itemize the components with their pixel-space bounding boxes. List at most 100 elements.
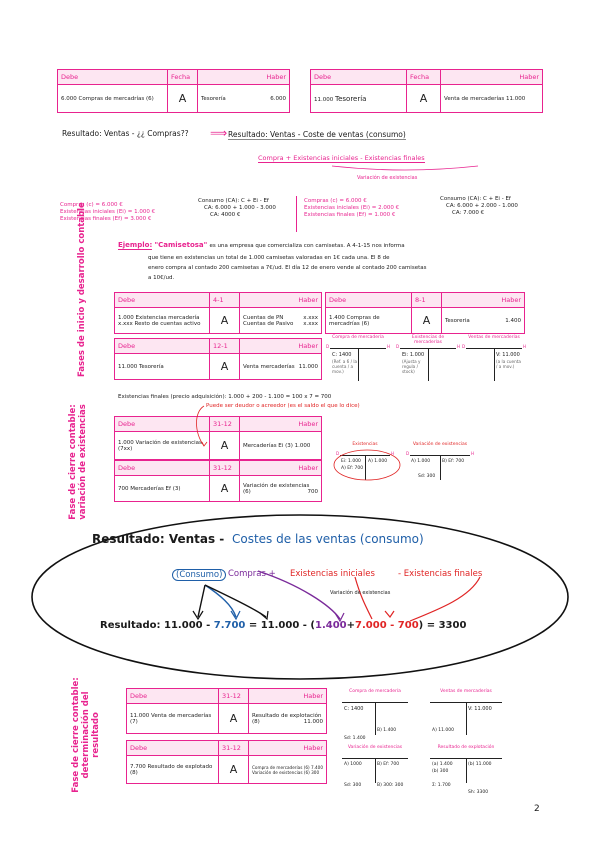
ef-calc-line: Existencias finales (precio adquisición)… (118, 394, 332, 400)
resultado-compras-text: Resultado: Ventas - ¿¿ Compras?? (62, 129, 189, 138)
journal-entry-31-12-b: Debe 31-12 Haber 700 Mercaderías Ef (3) … (114, 460, 322, 502)
ef-line: Existencias finales (Ef) = 1.000 € (304, 212, 396, 218)
t-haber-label: H (456, 344, 460, 349)
account: Tesorería (201, 95, 226, 102)
t-debe-label: D (326, 344, 330, 349)
ejemplo-label: Ejemplo: (118, 241, 153, 250)
t-value: Ei: 1.000 (402, 352, 425, 358)
eq-consumo-value: 7.700 (213, 620, 246, 631)
haber-line: Variación de existencias (6) (243, 482, 310, 495)
ei-line: Existencias iniciales (Ei) = 1.000 € (60, 209, 156, 215)
account: Tesorería (335, 94, 367, 103)
fecha-value: A (406, 84, 441, 113)
amount: 11.000 (303, 718, 323, 725)
debe-header: Debe (57, 69, 168, 85)
t-divider (466, 703, 467, 735)
haber-line: Compra de mercaderías (6) 7.400 (252, 764, 324, 770)
ex-left-lines: Compras (c) = 6.000 € Existencias inicia… (60, 202, 155, 223)
t-divider (375, 703, 376, 735)
eq-plus: + (346, 620, 356, 631)
t-debe-label: D (462, 344, 466, 349)
t-title: Variación de existencias (347, 745, 403, 750)
compras-line: Compras (c) = 6.000 € (304, 198, 367, 204)
haber-line: Variación de existencias (6) 300 (252, 769, 320, 775)
ejemplo-name: "Camisetosa" (154, 241, 208, 249)
eq-var-value: 7.000 - 700 (355, 620, 419, 631)
t-value: V: 11.000 (496, 352, 520, 358)
t-value: A) 1.000 (368, 459, 388, 464)
fecha-value: A (167, 84, 198, 113)
haber-header: Haber (239, 338, 322, 354)
t-haber-label: H (386, 344, 390, 349)
t-value: (b) 11.000 (468, 762, 492, 767)
t-value: A) Ef: 700 (341, 466, 364, 471)
big-result-title: Resultado: Ventas - (92, 532, 225, 546)
compras-line: Compras (c) = 6.000 € (60, 202, 123, 208)
t-value: C: 1400 (344, 706, 364, 712)
fecha-value: A (209, 307, 240, 334)
journal-entry-31-12-c: Debe 31-12 Haber 11.000 Venta de mercade… (126, 688, 327, 734)
t-divider (358, 349, 359, 381)
t-account-resultado: Resultado de explotación (a) 1.400 (b) 3… (430, 745, 502, 795)
eq-part: = 11.000 - ( (248, 620, 315, 631)
debe-header: Debe (114, 460, 210, 476)
consumo-calc: CA: 6.000 + 2.000 - 1.000 (446, 203, 518, 209)
t-value: B) Ef: 700 (442, 459, 465, 464)
debe-line: x.xxx Resto de cuentas activo (118, 320, 201, 327)
t-value: C: 1400 (332, 352, 352, 358)
fecha-header: 4-1 (209, 292, 240, 308)
page-number: 2 (534, 804, 540, 814)
t-value: A) 1.000 (411, 459, 431, 464)
t-haber-label: H (390, 451, 394, 456)
t-debe-label: D (396, 344, 400, 349)
debe-header: Debe (126, 688, 219, 704)
t-haber-label: H (522, 344, 526, 349)
fecha-header: 31-12 (218, 740, 249, 756)
big-result-costes: Costes de las ventas (consumo) (232, 532, 424, 546)
section-label-cierre-res: Fase de cierre contable: determinación d… (71, 677, 101, 793)
eq-result: ) = 3300 (418, 620, 467, 631)
ejemplo-text: que tiene en existencias un total de 1.0… (148, 253, 538, 283)
ex-right-lines: Compras (c) = 6.000 € Existencias inicia… (304, 198, 399, 219)
account: Compras de mercadrías (6) (78, 95, 154, 102)
t-title: Existencias (352, 442, 378, 447)
haber-line: Cuentas de Pasivo (243, 320, 294, 327)
t-value: B) 1.400 (377, 728, 397, 733)
big-result-equation: Resultado: 11.000 - 7.700 = 11.000 - (1.… (100, 620, 466, 631)
resultado-coste-text: Resultado: Ventas - Coste de ventas (con… (228, 130, 406, 140)
haber-header: Haber (197, 69, 290, 85)
account: Venta de mercaderías (444, 95, 505, 102)
debe-header: Debe (325, 292, 412, 308)
t-title: Ventas de mercaderías (440, 689, 492, 694)
t-title: Existencias de mercaderías (411, 335, 445, 345)
t-note: (Ref. a 6 / la cuenta / a mov.) (332, 359, 358, 374)
haber-header: Haber (248, 688, 327, 704)
haber-header: Haber (440, 69, 543, 85)
variation-label: Variación de existencias (357, 175, 418, 181)
t-title: Resultado de explotación (437, 745, 495, 750)
t-divider (494, 349, 495, 381)
amount: 700 (307, 488, 319, 495)
t-divider (466, 759, 467, 783)
t-value: (b) 300 (432, 769, 449, 774)
haber-line: Resultado de explotación (8) (252, 712, 322, 725)
ejemplo-text2: que tiene en existencias un total de 1.0… (148, 255, 390, 261)
t-account-existencias-var: Existencias D H Ei: 1.000 A) Ef: 700 A) … (336, 442, 394, 480)
t-value: (a) 1.400 (432, 762, 453, 767)
t-note: (Ajusta y regula / stock) (402, 359, 421, 374)
amount: 11.000 (298, 363, 318, 370)
amount: x.xxx (303, 320, 318, 327)
debe-line: 1.400 Compras de mercadrías (6) (325, 307, 412, 334)
amount: 6.000 (270, 95, 286, 102)
fecha-value: A (411, 307, 442, 334)
ei-line: Existencias iniciales (Ei) = 2.000 € (304, 205, 400, 211)
ef-note: Puede ser deudor o acreedor (es el saldo… (206, 403, 360, 409)
debe-line: 11.000 Venta de mercaderías (7) (126, 703, 219, 734)
journal-entry-31-12-a: Debe 31-12 Haber 1.000 Variación de exis… (114, 416, 322, 460)
t-saldo: Sd: 300 (344, 783, 362, 788)
t-saldo: Σ: 1.700 (432, 783, 451, 788)
t-note: (a la cuenta / a mov.) (496, 359, 521, 369)
t-value: Ei: 1.000 (341, 459, 361, 464)
t-account-ventas-res: Ventas de mercaderías V: 11.000 A) 11.00… (430, 689, 502, 735)
section-label-cierre-var: Fase de cierre contable: variación de ex… (68, 404, 88, 520)
